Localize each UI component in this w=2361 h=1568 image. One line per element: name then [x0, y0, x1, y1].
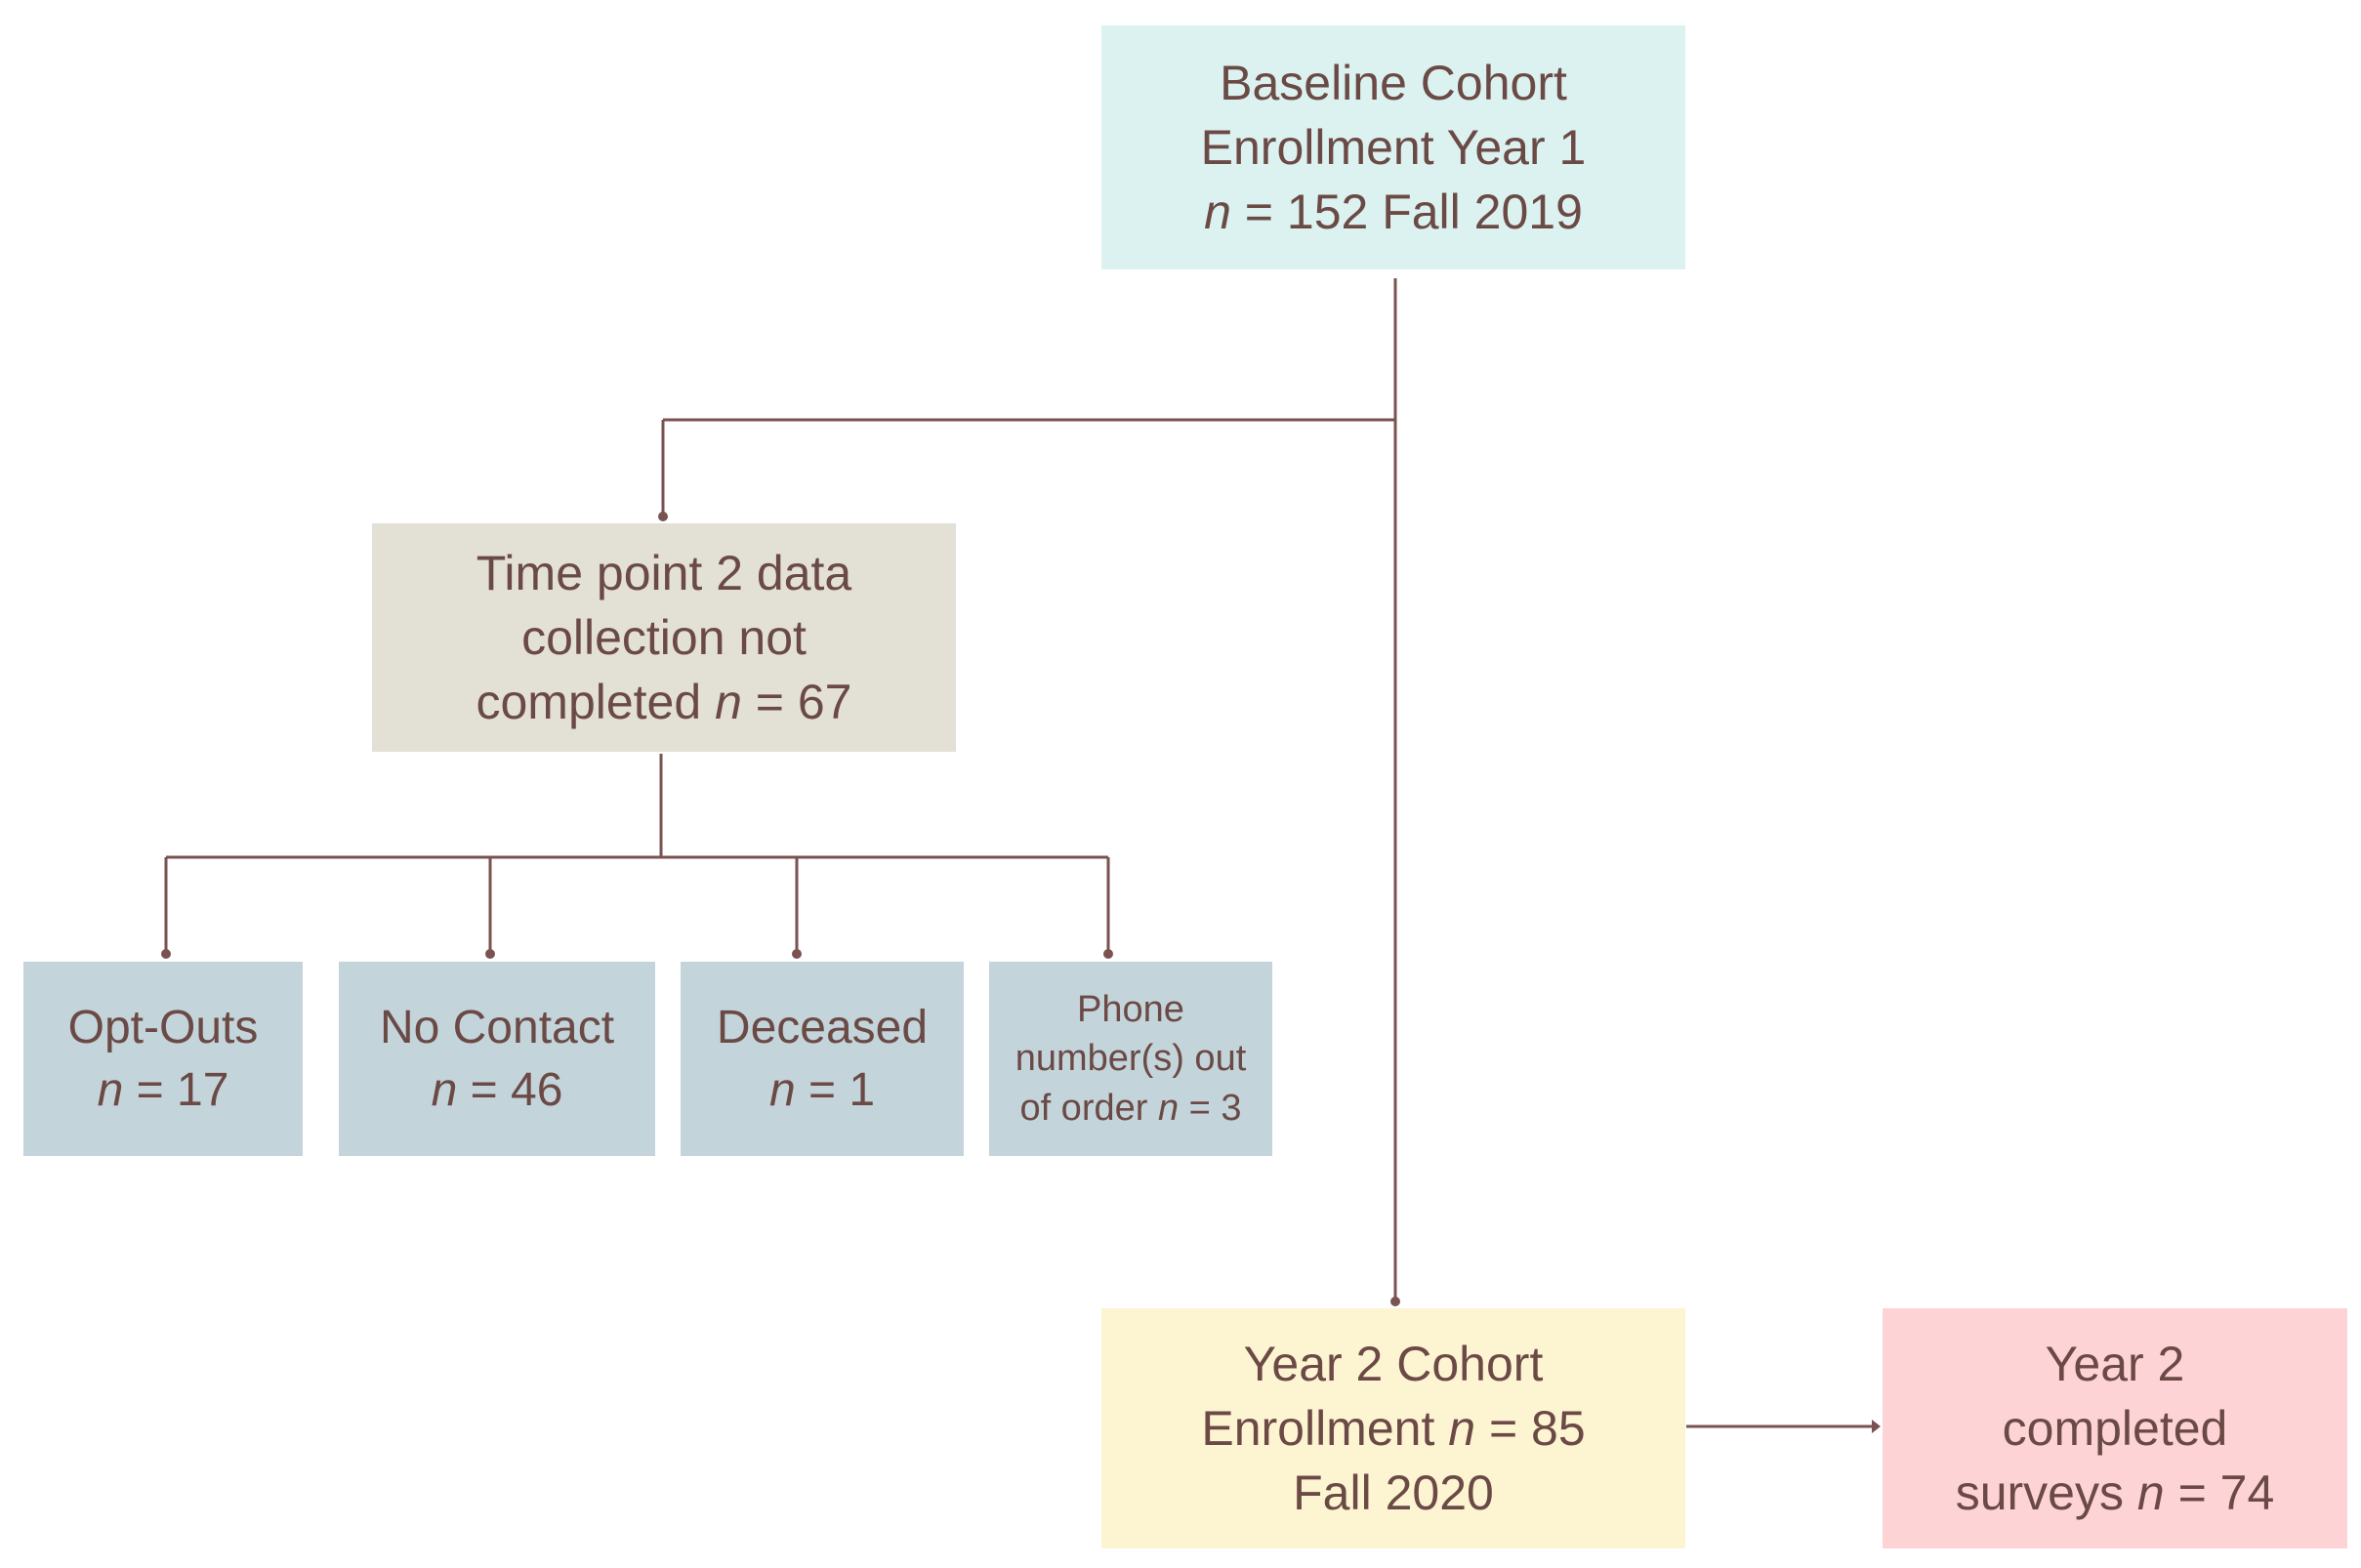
- baseline-cohort-box: Baseline Cohort Enrollment Year 1 n = 15…: [1101, 25, 1685, 269]
- completed-line-3: surveys n = 74: [1956, 1461, 2275, 1525]
- year2-cohort-enrollment-box: Year 2 Cohort Enrollment n = 85 Fall 202…: [1101, 1308, 1685, 1548]
- connector-end-optouts: [161, 949, 171, 959]
- deceased-label: Deceased: [716, 1002, 929, 1054]
- n-symbol: n: [715, 675, 742, 729]
- completed-count: = 74: [2164, 1465, 2275, 1520]
- tp2-count: = 67: [741, 675, 852, 729]
- tp2-line-1: Time point 2 data: [476, 546, 852, 600]
- connector-end-phone: [1103, 949, 1113, 959]
- completed-line-1: Year 2: [2045, 1337, 2185, 1391]
- n-symbol: n: [97, 1063, 124, 1116]
- n-symbol: n: [1157, 1087, 1180, 1129]
- year2-line-2-prefix: Enrollment: [1201, 1401, 1449, 1456]
- n-symbol: n: [2136, 1465, 2165, 1520]
- connector-arrow-completed: [1872, 1420, 1881, 1433]
- no-contact-label: No Contact: [379, 1002, 615, 1054]
- baseline-count: = 152 Fall 2019: [1230, 185, 1583, 239]
- timepoint2-not-completed-box: Time point 2 data collection not complet…: [372, 523, 956, 752]
- phone-line-2: number(s) out: [1015, 1038, 1247, 1080]
- opt-outs-label: Opt-Outs: [67, 1002, 259, 1054]
- phone-line-1: Phone: [1077, 989, 1184, 1031]
- connector-end-deceased: [792, 949, 802, 959]
- deceased-count-line: n = 1: [769, 1059, 875, 1121]
- year2-count: = 85: [1475, 1401, 1586, 1456]
- phone-out-of-order-box: Phone number(s) out of order n = 3: [989, 962, 1272, 1156]
- n-symbol: n: [431, 1063, 458, 1116]
- baseline-line-1: Baseline Cohort: [1220, 56, 1567, 110]
- completed-line-3-prefix: surveys: [1955, 1465, 2137, 1520]
- no-contact-count-line: n = 46: [432, 1059, 563, 1121]
- connector-end-year2: [1390, 1297, 1400, 1306]
- no-contact-box: No Contact n = 46: [339, 962, 655, 1156]
- connector-end-tp2: [658, 512, 668, 521]
- year2-line-1: Year 2 Cohort: [1243, 1337, 1544, 1391]
- n-symbol: n: [1204, 185, 1231, 239]
- opt-outs-count: = 17: [123, 1063, 229, 1116]
- year2-line-3: Fall 2020: [1293, 1465, 1494, 1520]
- completed-line-2: completed: [2002, 1401, 2228, 1456]
- opt-outs-box: Opt-Outs n = 17: [23, 962, 303, 1156]
- opt-outs-count-line: n = 17: [98, 1059, 229, 1121]
- tp2-line-3: completed n = 67: [476, 670, 851, 734]
- deceased-box: Deceased n = 1: [681, 962, 964, 1156]
- phone-line-3-prefix: of order: [1019, 1087, 1158, 1129]
- n-symbol: n: [1448, 1401, 1476, 1456]
- baseline-line-2: Enrollment Year 1: [1200, 120, 1587, 175]
- no-contact-count: = 46: [457, 1063, 563, 1116]
- tp2-line-3-prefix: completed: [476, 675, 716, 729]
- year2-completed-surveys-box: Year 2 completed surveys n = 74: [1883, 1308, 2347, 1548]
- phone-line-3: of order n = 3: [1019, 1084, 1241, 1133]
- baseline-line-3: n = 152 Fall 2019: [1204, 180, 1583, 244]
- n-symbol: n: [768, 1063, 796, 1116]
- connector-end-nocontact: [485, 949, 495, 959]
- phone-count: = 3: [1179, 1087, 1242, 1129]
- tp2-line-2: collection not: [521, 610, 807, 665]
- deceased-count: = 1: [795, 1063, 876, 1116]
- year2-line-2: Enrollment n = 85: [1201, 1396, 1585, 1461]
